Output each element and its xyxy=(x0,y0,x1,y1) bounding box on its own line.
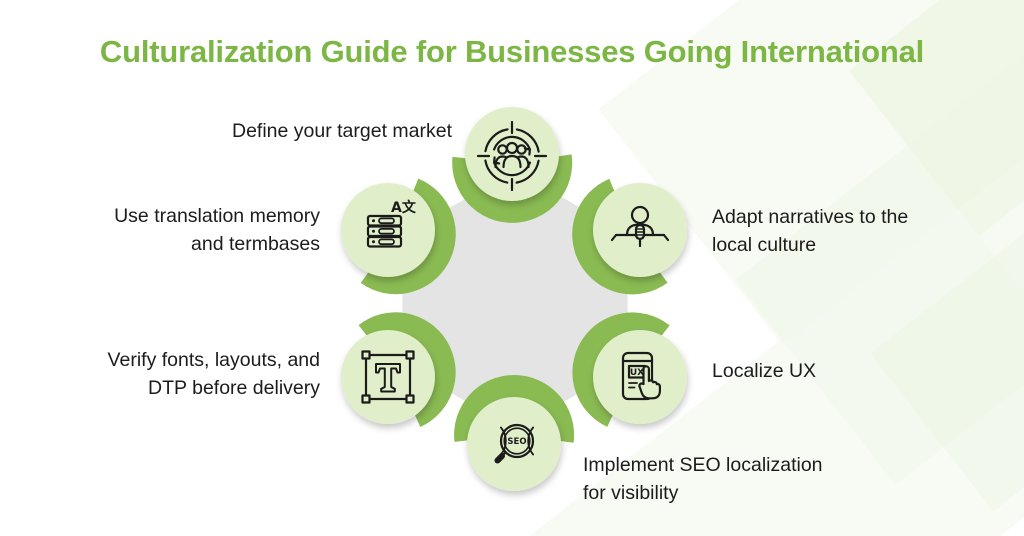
center-hexagon xyxy=(402,170,628,430)
label-adapt-narratives: Adapt narratives to the local culture xyxy=(712,206,909,256)
dtp-frame-icon xyxy=(361,350,415,404)
seo-magnifier-icon: SEO xyxy=(494,423,535,464)
label-verify-fonts-dtp: Verify fonts, layouts, and DTP before de… xyxy=(107,349,320,399)
page-title: Culturalization Guide for Businesses Goi… xyxy=(99,34,925,69)
translation-icon-text: A文 xyxy=(391,199,417,216)
ux-phone-icon: UX xyxy=(621,351,661,401)
label-seo-localization: Implement SEO localization for visibilit… xyxy=(583,454,823,504)
label-translation-memory: Use translation memory and termbases xyxy=(114,205,320,255)
label-localize-ux: Localize UX xyxy=(712,360,817,382)
label-target-market: Define your target market xyxy=(231,120,452,142)
node-circles xyxy=(341,107,687,491)
ux-icon-text: UX xyxy=(630,368,644,378)
narrator-icon xyxy=(610,205,670,248)
seo-icon-text: SEO xyxy=(507,437,526,447)
node-arcs xyxy=(358,154,670,443)
translation-server-icon: A文 xyxy=(366,199,417,248)
target-audience-icon xyxy=(476,120,548,192)
